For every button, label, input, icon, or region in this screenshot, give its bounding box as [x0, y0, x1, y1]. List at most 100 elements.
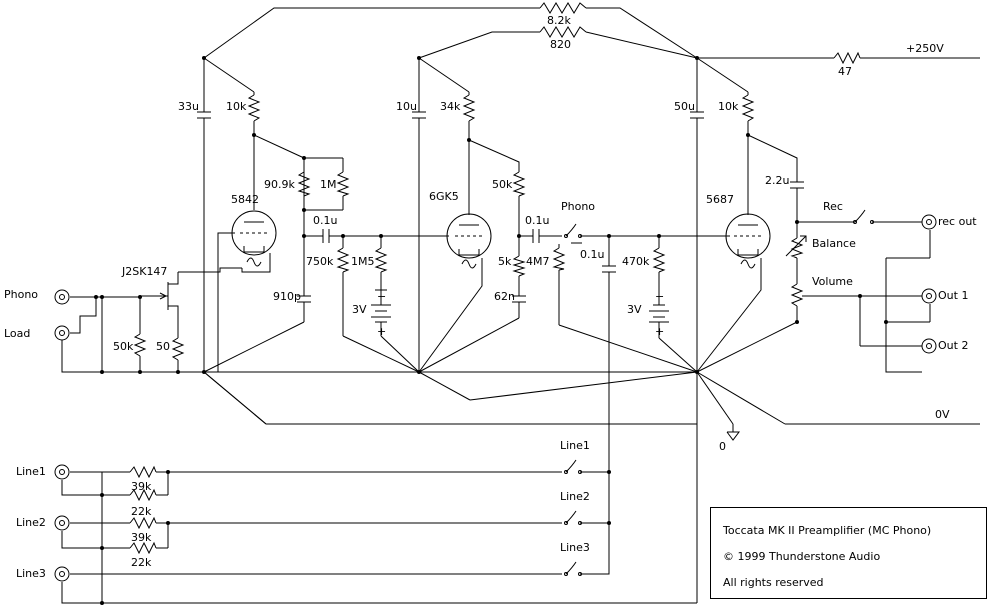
label-plus-stage2: + — [377, 325, 386, 338]
label-50k-input: 50k — [113, 340, 134, 353]
label-34k: 34k — [440, 100, 461, 113]
capacitor-910p — [297, 295, 311, 303]
label-1M: 1M — [320, 178, 337, 191]
capacitor-10u — [412, 111, 426, 119]
label-rec: Rec — [823, 200, 843, 213]
title-block: Toccata MK II Preamplifier (MC Phono) © … — [710, 507, 987, 599]
junction-dots — [94, 56, 888, 605]
label-5842: 5842 — [231, 193, 259, 206]
resistor-1M — [336, 171, 350, 197]
label-5k: 5k — [498, 255, 512, 268]
label-line1-switch: Line1 — [560, 439, 590, 452]
label-50u: 50u — [674, 100, 695, 113]
switch-line3 — [564, 561, 582, 576]
label-5687: 5687 — [706, 193, 734, 206]
label-2u2: 2.2u — [765, 174, 789, 187]
resistor-820 — [539, 26, 587, 38]
resistor-34k — [462, 94, 476, 122]
tube-6GK5 — [446, 213, 492, 269]
label-3v-stage3: 3V — [627, 303, 642, 316]
label-22k-line2: 22k — [131, 556, 152, 569]
resistor-10k-stage3 — [741, 94, 755, 122]
label-plus-stage3: + — [655, 325, 664, 338]
label-10u: 10u — [396, 100, 417, 113]
line-inputs-wiring — [61, 471, 698, 604]
title-block-title: Toccata MK II Preamplifier (MC Phono) — [723, 524, 932, 537]
tube-5842 — [231, 210, 277, 267]
label-470k: 470k — [622, 255, 650, 268]
supply-wiring — [203, 7, 980, 93]
jack-phono — [54, 289, 70, 305]
label-910p: 910p — [273, 290, 301, 303]
label-10k-stage3: 10k — [718, 100, 739, 113]
label-out2: Out 2 — [938, 339, 968, 352]
label-8k2: 8.2k — [547, 14, 571, 27]
title-block-rights: All rights reserved — [723, 576, 824, 589]
title-block-copyright: © 1999 Thunderstone Audio — [723, 550, 881, 563]
jack-line2 — [54, 515, 70, 531]
label-50k-plate: 50k — [492, 178, 513, 191]
battery-3v-stage3 — [649, 290, 669, 326]
label-minus-stage3: − — [655, 290, 664, 303]
label-j2sk147: J2SK147 — [121, 265, 167, 278]
resistor-90k9 — [297, 171, 311, 197]
jack-line3 — [54, 566, 70, 582]
capacitor-2u2 — [790, 181, 804, 189]
label-load-input: Load — [4, 327, 30, 340]
label-90k9: 90.9k — [264, 178, 295, 191]
jack-line1 — [54, 464, 70, 480]
jack-out1 — [921, 288, 937, 304]
resistor-22k-line2 — [129, 541, 157, 555]
label-line1-input: Line1 — [16, 465, 46, 478]
label-3v-stage2: 3V — [352, 303, 367, 316]
resistor-750k — [336, 247, 350, 273]
selector-wiring — [539, 235, 730, 525]
capacitor-33u — [197, 111, 211, 119]
potentiometer-balance — [785, 235, 807, 259]
stage2-wiring — [329, 58, 533, 373]
label-rec-out: rec out — [938, 215, 977, 228]
resistor-50k-input — [133, 333, 147, 357]
label-39k-line1: 39k — [131, 480, 152, 493]
label-plus-250v: +250V — [906, 42, 944, 55]
resistor-4M7 — [552, 247, 566, 271]
label-cap-01u-c: 0.1u — [580, 248, 604, 261]
stage3-wiring — [696, 58, 922, 600]
input-wiring — [61, 296, 697, 425]
tube-5687 — [725, 213, 771, 269]
label-6GK5: 6GK5 — [429, 190, 459, 203]
capacitor-coupling-2 — [532, 229, 540, 243]
label-0v: 0V — [935, 408, 950, 421]
label-balance: Balance — [812, 237, 856, 250]
potentiometer-volume — [790, 283, 808, 307]
label-ground-0: 0 — [719, 440, 726, 453]
label-33u: 33u — [178, 100, 199, 113]
label-750k: 750k — [306, 255, 334, 268]
label-10k-stage1: 10k — [226, 100, 247, 113]
star-ground-wiring — [418, 371, 980, 441]
resistor-10k-stage1 — [247, 94, 261, 122]
capacitor-coupling-3 — [602, 265, 616, 273]
switch-line2 — [564, 510, 582, 525]
label-820: 820 — [550, 38, 571, 51]
resistor-39k-line2 — [129, 516, 157, 530]
resistor-50k-plate — [512, 171, 526, 197]
label-39k-line2: 39k — [131, 531, 152, 544]
switch-rec — [853, 209, 874, 224]
label-phono-switch: Phono — [561, 200, 595, 213]
jack-rec-out — [921, 214, 937, 230]
label-out1: Out 1 — [938, 289, 968, 302]
switch-phono — [564, 223, 582, 244]
resistor-8k2 — [539, 2, 587, 14]
label-line3-switch: Line3 — [560, 541, 590, 554]
label-line2-switch: Line2 — [560, 490, 590, 503]
jack-load — [54, 325, 70, 341]
jfet-j2sk147 — [140, 267, 242, 320]
resistor-50 — [171, 337, 185, 361]
resistor-47 — [833, 51, 861, 65]
label-line2-input: Line2 — [16, 516, 46, 529]
label-4M7: 4M7 — [526, 255, 550, 268]
output-wiring — [859, 230, 931, 347]
label-50: 50 — [156, 340, 170, 353]
